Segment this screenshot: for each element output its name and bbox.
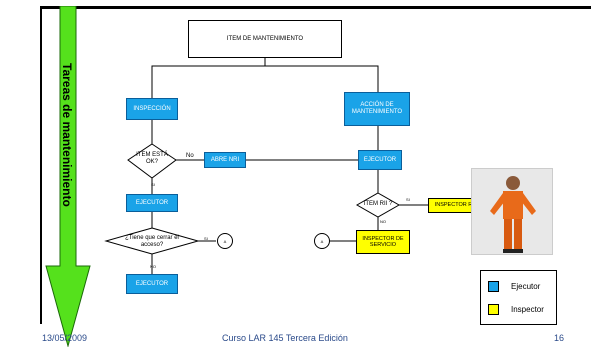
legend-label-ejecutor: Ejecutor xyxy=(511,282,541,291)
edge-si-cerrar-label: SI xyxy=(204,236,208,241)
abre-nri-box: ABRE NRI xyxy=(204,152,246,168)
edge-si-label: SI xyxy=(151,182,155,187)
side-label: Tareas de mantenimiento xyxy=(60,63,74,207)
cerrar-acceso-diamond-label: ¿Tiene que cerrar el acceso? xyxy=(125,235,179,248)
edge-no-label: No xyxy=(186,153,194,159)
footer-course: Curso LAR 145 Tercera Edición xyxy=(222,333,348,343)
item-ok-diamond-label: ITEM ESTÁ OK? xyxy=(136,152,168,165)
connector-a-right: A xyxy=(314,233,330,249)
legend-swatch-inspector xyxy=(488,304,499,315)
rii-diamond-label: ITEM RII ? xyxy=(363,201,393,207)
accion-mantenimiento-box: ACCIÓN DE MANTENIMIENTO xyxy=(344,92,410,126)
edge-no-rii-label: NO xyxy=(380,219,386,224)
edge-si-rii-label: SI xyxy=(406,197,410,202)
legend-label-inspector: Inspector xyxy=(511,305,544,314)
item-mantenimiento-box: ITEM DE MANTENIMIENTO xyxy=(188,20,342,58)
worker-figure-icon xyxy=(490,176,536,253)
footer-date: 13/05/2009 xyxy=(42,333,88,343)
ejecutor-left-box: EJECUTOR xyxy=(126,194,178,212)
green-down-arrow xyxy=(45,6,91,347)
footer-page-number: 16 xyxy=(554,333,565,343)
ejecutor-bottom-box: EJECUTOR xyxy=(126,274,178,294)
edge-no-cerrar-label: NO xyxy=(150,264,156,269)
connector-a-left: A xyxy=(217,233,233,249)
left-rule xyxy=(40,6,42,324)
ejecutor-right-box: EJECUTOR xyxy=(358,150,402,170)
top-rule xyxy=(40,6,591,9)
legend-swatch-ejecutor xyxy=(488,281,499,292)
legend: Ejecutor Inspector xyxy=(480,270,557,325)
inspector-servicio-box: INSPECTOR DE SERVICIO xyxy=(356,230,410,254)
inspeccion-box: INSPECCIÓN xyxy=(126,98,178,120)
worker-photo xyxy=(471,168,553,255)
